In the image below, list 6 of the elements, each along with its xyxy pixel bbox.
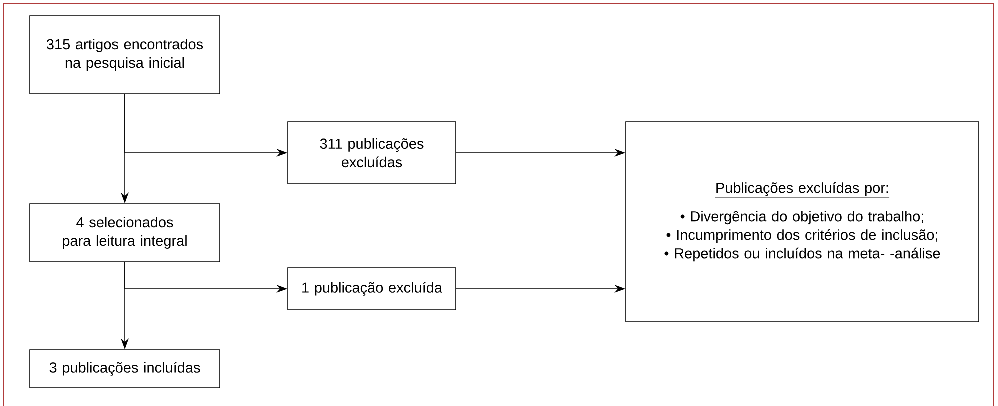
- process-box: 3 publicações incluídas: [30, 350, 220, 388]
- process-box: 311 publicações excluídas: [288, 122, 456, 184]
- process-box: 315 artigos encontrados na pesquisa inicial: [30, 16, 220, 94]
- list-box: Publicações excluídas por: • Divergência do objetivo do trabalho; • Incumprimento dos critérios de inclusão; • Repetidos ou incluídos na meta- -análise: [626, 122, 980, 322]
- process-box: 4 selecionados para leitura integral: [30, 204, 220, 262]
- process-box: 1 publicação excluída: [288, 268, 456, 310]
